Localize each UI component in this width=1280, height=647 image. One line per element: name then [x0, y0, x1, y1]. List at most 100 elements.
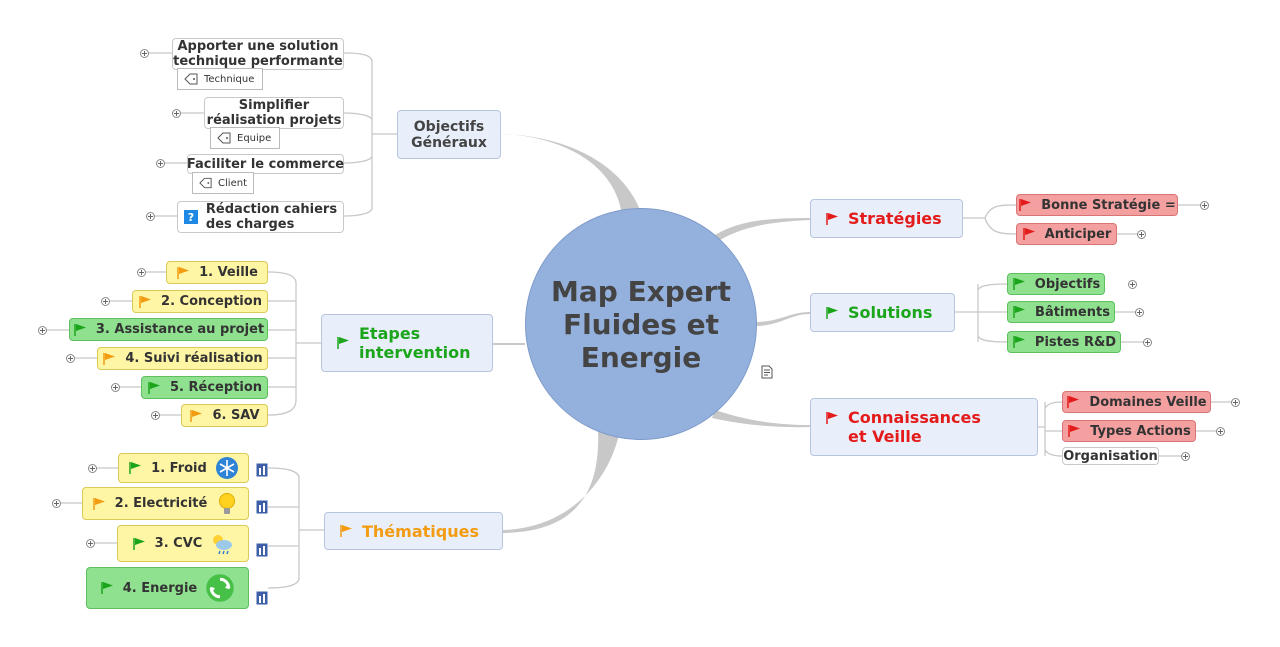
- step-veille[interactable]: 1. Veille: [166, 261, 268, 284]
- solution-objectifs[interactable]: Objectifs: [1007, 273, 1105, 295]
- step-label: 5. Réception: [169, 380, 263, 395]
- flag-icon: [1013, 278, 1025, 290]
- theme-label: 1. Froid: [151, 460, 207, 476]
- expand-button[interactable]: [156, 159, 165, 168]
- expand-button[interactable]: [1143, 338, 1152, 347]
- central-line-1: Map Expert: [551, 274, 731, 308]
- expand-button[interactable]: [1216, 427, 1225, 436]
- solution-batiments[interactable]: Bâtiments: [1007, 301, 1115, 323]
- note-icon[interactable]: [761, 365, 773, 379]
- subtopic-label: des charges: [205, 217, 295, 232]
- tag-label: Equipe: [237, 132, 272, 144]
- expand-button[interactable]: [86, 539, 95, 548]
- step-assistance-projet[interactable]: 3. Assistance au projet: [69, 318, 268, 341]
- topic-connaissances-veille[interactable]: Connaissances et Veille: [810, 398, 1038, 456]
- expand-button[interactable]: [1137, 230, 1146, 239]
- topic-etapes-intervention[interactable]: Etapes intervention: [321, 314, 493, 372]
- topic-solutions[interactable]: Solutions: [810, 293, 955, 332]
- theme-froid[interactable]: 1. Froid: [118, 453, 249, 483]
- step-sav[interactable]: 6. SAV: [181, 404, 268, 427]
- attachment-icon[interactable]: [256, 463, 268, 477]
- expand-button[interactable]: [137, 268, 146, 277]
- tag-icon: [199, 177, 212, 189]
- flag-icon: [1013, 306, 1026, 318]
- subtopic-simplifier[interactable]: Simplifier réalisation projets: [204, 97, 344, 129]
- attachment-icon[interactable]: [256, 543, 268, 557]
- step-label: 2. Conception: [161, 294, 262, 309]
- veille-label: Domaines Veille: [1089, 394, 1207, 410]
- flag-icon: [190, 409, 203, 422]
- lightbulb-icon: [219, 492, 236, 514]
- central-topic[interactable]: Map Expert Fluides et Energie: [525, 208, 757, 440]
- expand-button[interactable]: [101, 297, 110, 306]
- step-reception[interactable]: 5. Réception: [141, 376, 268, 399]
- veille-organisation[interactable]: Organisation: [1062, 447, 1159, 465]
- expand-button[interactable]: [1231, 398, 1240, 407]
- connaissances-title-line-2: et Veille: [848, 427, 922, 446]
- expand-button[interactable]: [111, 383, 120, 392]
- topic-strategies[interactable]: Stratégies: [810, 199, 963, 238]
- expand-button[interactable]: [172, 109, 181, 118]
- attachment-icon[interactable]: [256, 591, 268, 605]
- expand-button[interactable]: [52, 499, 61, 508]
- subtopic-label: Faciliter le commerce: [186, 156, 345, 172]
- solution-label: Objectifs: [1034, 276, 1101, 292]
- tag-equipe[interactable]: Equipe: [210, 127, 280, 149]
- expand-button[interactable]: [140, 49, 149, 58]
- subtopic-apporter-solution[interactable]: Apporter une solution technique performa…: [172, 38, 344, 70]
- tag-label: Client: [218, 177, 247, 189]
- tag-icon: [184, 73, 198, 85]
- flag-icon: [177, 266, 190, 279]
- subtopic-label: Apporter une solution: [177, 39, 339, 54]
- expand-button[interactable]: [88, 464, 97, 473]
- subtopic-faciliter-commerce[interactable]: Faciliter le commerce: [187, 154, 344, 174]
- tag-label: Technique: [204, 73, 255, 85]
- expand-button[interactable]: [66, 354, 75, 363]
- theme-label: 3. CVC: [154, 536, 203, 551]
- veille-domaines[interactable]: Domaines Veille: [1062, 391, 1211, 413]
- expand-button[interactable]: [146, 212, 155, 221]
- expand-button[interactable]: [1128, 280, 1137, 289]
- topic-objectifs-generaux[interactable]: Objectifs Généraux: [397, 110, 501, 159]
- central-line-3: Energie: [580, 340, 702, 374]
- solution-label: Bâtiments: [1035, 304, 1110, 320]
- objectifs-title-line-1: Objectifs: [413, 118, 485, 135]
- veille-types-actions[interactable]: Types Actions: [1062, 420, 1196, 442]
- strategy-label: Anticiper: [1044, 226, 1112, 242]
- snowflake-icon: [215, 457, 238, 479]
- tag-technique[interactable]: Technique: [177, 68, 263, 90]
- flag-icon: [1019, 199, 1032, 211]
- expand-button[interactable]: [1135, 308, 1144, 317]
- central-line-2: Fluides et: [562, 307, 720, 341]
- step-suivi-realisation[interactable]: 4. Suivi réalisation: [97, 347, 268, 370]
- flag-icon: [103, 352, 116, 365]
- objectifs-title-line-2: Généraux: [411, 134, 487, 151]
- expand-button[interactable]: [151, 411, 160, 420]
- flag-icon: [101, 582, 113, 594]
- flag-icon: [826, 412, 838, 424]
- veille-label: Organisation: [1063, 448, 1158, 464]
- expand-button[interactable]: [38, 326, 47, 335]
- theme-electricite[interactable]: 2. Electricité: [82, 487, 249, 520]
- solutions-title: Solutions: [848, 303, 933, 322]
- flag-icon: [74, 323, 86, 336]
- strategy-bonne-strategie[interactable]: Bonne Stratégie =: [1016, 194, 1178, 216]
- flag-icon: [340, 525, 352, 537]
- theme-cvc[interactable]: 3. CVC: [117, 525, 249, 562]
- expand-button[interactable]: [1181, 452, 1190, 461]
- thematiques-title: Thématiques: [362, 521, 479, 541]
- topic-thematiques[interactable]: Thématiques: [324, 512, 503, 550]
- expand-button[interactable]: [1200, 201, 1209, 210]
- step-conception[interactable]: 2. Conception: [132, 290, 268, 313]
- veille-label: Types Actions: [1090, 423, 1191, 439]
- subtopic-label: Simplifier: [238, 98, 310, 113]
- theme-energie[interactable]: 4. Energie: [86, 567, 249, 609]
- subtopic-redaction-cahiers[interactable]: ? Rédaction cahiers des charges: [177, 201, 344, 233]
- strategy-anticiper[interactable]: Anticiper: [1016, 223, 1117, 245]
- weather-icon: [213, 534, 233, 554]
- flag-icon: [1022, 228, 1035, 240]
- solution-pistes-rd[interactable]: Pistes R&D: [1007, 331, 1121, 353]
- attachment-icon[interactable]: [256, 500, 268, 514]
- tag-client[interactable]: Client: [192, 172, 254, 194]
